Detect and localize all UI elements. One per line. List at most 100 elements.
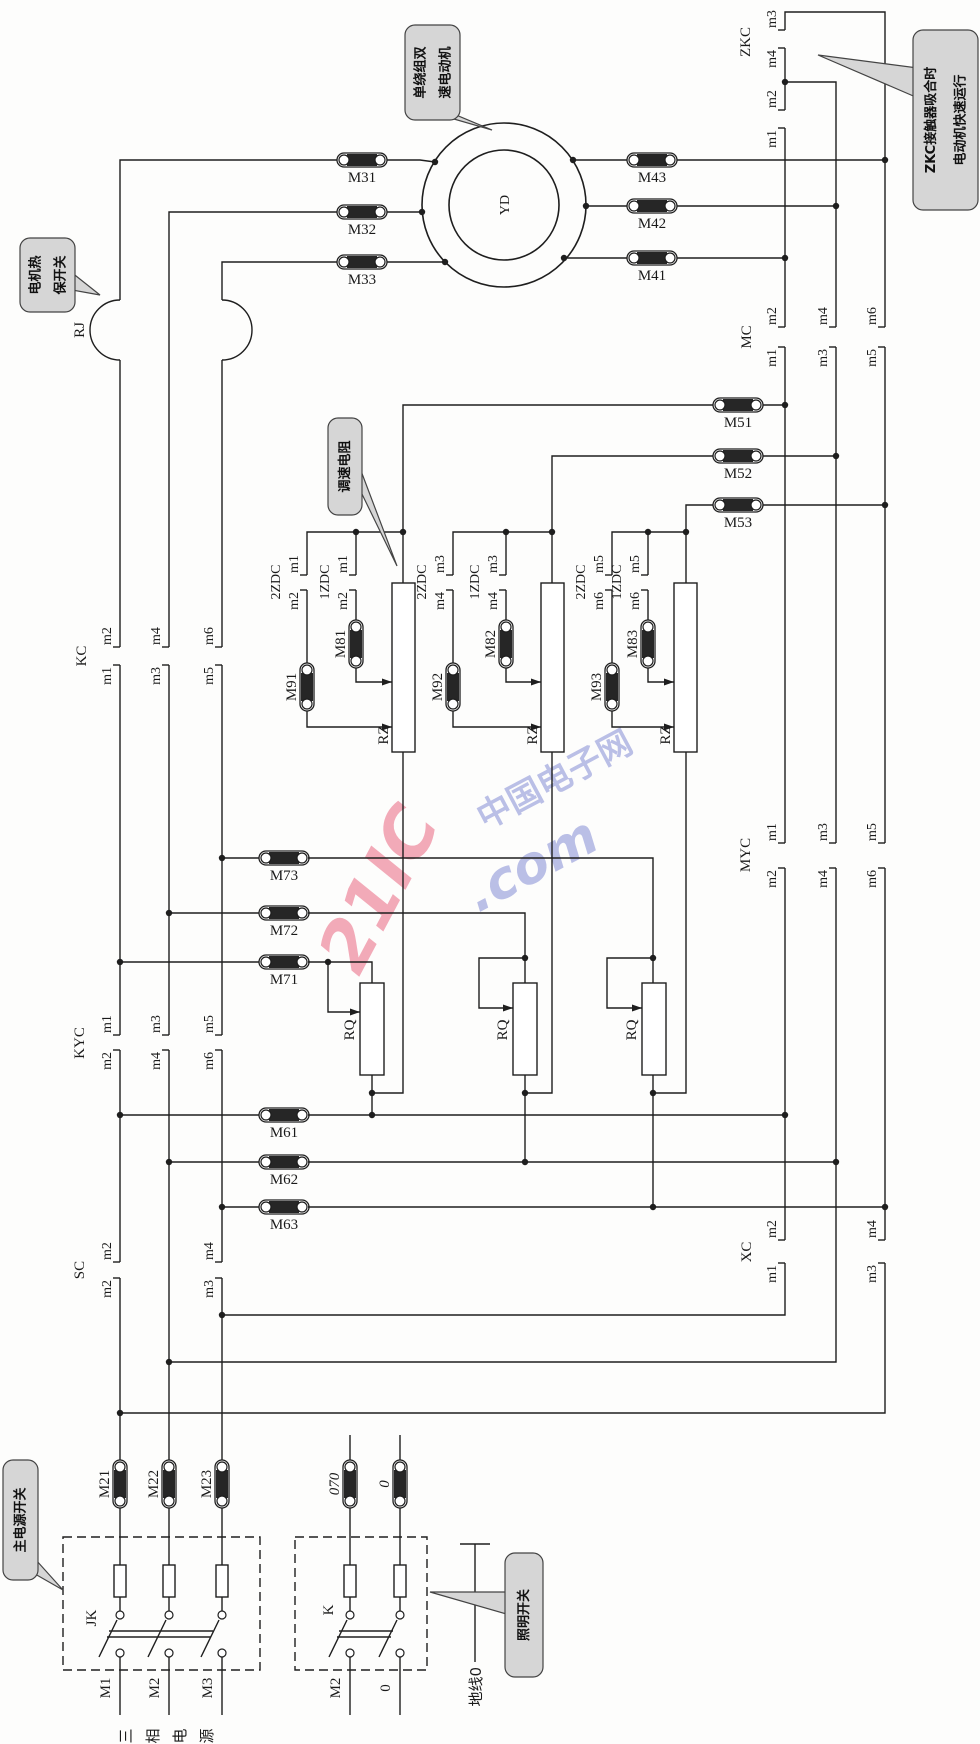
contact-label: m6 — [628, 592, 643, 610]
junction-dot — [548, 528, 556, 536]
contact-label: m6 — [202, 627, 217, 645]
wire-connector: M41 — [626, 250, 678, 284]
lighting-input-label: 0 — [378, 1684, 394, 1692]
connector-terminal — [642, 655, 654, 667]
connector-terminal — [296, 907, 308, 919]
contact-label: m1 — [765, 823, 780, 841]
wiper-arrow — [503, 1004, 513, 1012]
callout-light-switch: 照明开关 — [429, 1552, 544, 1678]
watermark-text: .com — [456, 806, 608, 925]
switch-terminal — [164, 1610, 174, 1620]
connector-label: M32 — [348, 222, 376, 238]
connector-terminal — [216, 1495, 228, 1507]
connector-terminal — [260, 1156, 272, 1168]
wire-connector: M33 — [336, 254, 388, 288]
connector-terminal — [114, 1495, 126, 1507]
callout-speed-resistor: 调速电阻 — [327, 417, 398, 567]
connector-label: M53 — [724, 515, 752, 531]
junction-dot — [832, 1158, 840, 1166]
connector-label: M92 — [430, 673, 446, 701]
junction-dot — [165, 1358, 173, 1366]
connector-terminal — [301, 664, 313, 676]
contact-label: m4 — [865, 1220, 880, 1238]
callout-box — [912, 29, 979, 211]
contact-label: m3 — [865, 1265, 880, 1283]
switch-terminal — [217, 1648, 227, 1658]
connector-terminal — [714, 450, 726, 462]
junction-dot — [502, 528, 510, 536]
contact-label: m2 — [100, 627, 115, 645]
junction-dot — [399, 528, 407, 536]
contact-label: m2 — [287, 592, 302, 610]
connector-sleeve — [269, 852, 299, 864]
callout-box — [404, 24, 461, 121]
wire-connector: M91 — [284, 662, 315, 712]
contact-label: m3 — [816, 823, 831, 841]
callout-pointer — [429, 1591, 511, 1616]
connector-sleeve — [163, 1470, 175, 1498]
junction-dot — [218, 1203, 226, 1211]
lighting-input-label: M2 — [328, 1678, 344, 1699]
connector-terminal — [714, 499, 726, 511]
power-input-label: M2 — [147, 1678, 163, 1699]
contact-label: m6 — [592, 592, 607, 610]
connector-terminal — [714, 399, 726, 411]
junction-dot — [116, 958, 124, 966]
switch-terminal — [345, 1610, 355, 1620]
connector-terminal — [338, 154, 350, 166]
connector-terminal — [606, 664, 618, 676]
connector-sleeve — [637, 252, 667, 264]
connector-terminal — [447, 698, 459, 710]
wire-connector: M81 — [333, 619, 364, 669]
connector-label: M91 — [284, 673, 300, 701]
contactor-myc-label: MYC — [738, 838, 754, 872]
connector-terminal — [374, 256, 386, 268]
contact-label: m3 — [486, 555, 501, 573]
contact-label: m1 — [765, 1265, 780, 1283]
switch-terminal — [345, 1648, 355, 1658]
watermark-text: 21IC — [302, 792, 456, 985]
power-source-char: 源 — [198, 1728, 216, 1743]
switch-terminal — [164, 1648, 174, 1658]
speed-resistor-rz — [540, 582, 565, 753]
contact-label: m3 — [149, 667, 164, 685]
callout-zkc: ZKC接触器吸合时电动机快速运行 — [817, 29, 979, 211]
connector-label: M63 — [270, 1217, 298, 1233]
contact-label: m5 — [202, 1015, 217, 1033]
contact-label: m4 — [816, 870, 831, 888]
connector-sleeve — [723, 499, 753, 511]
wire — [452, 531, 552, 575]
switch-terminal — [217, 1610, 227, 1620]
wire-connector: M71 — [258, 954, 310, 988]
connector-label: M23 — [199, 1470, 215, 1498]
junction-dot — [165, 909, 173, 917]
wire-connector: M43 — [626, 152, 678, 186]
connector-label: 070 — [327, 1472, 343, 1495]
wire — [611, 531, 686, 575]
connector-sleeve — [394, 1470, 406, 1498]
wire — [306, 531, 403, 575]
junction-dot — [682, 528, 690, 536]
connector-terminal — [296, 956, 308, 968]
callout-text: 电动机快速运行 — [952, 74, 968, 165]
junction-dot — [881, 1203, 889, 1211]
wire-connector: M42 — [626, 198, 678, 232]
power-input-label: M3 — [200, 1678, 216, 1699]
contact-label: m2 — [765, 307, 780, 325]
wire — [169, 868, 837, 1363]
connector-sleeve — [723, 399, 753, 411]
callout-text: 电机热 — [28, 255, 44, 294]
connector-label: M51 — [724, 415, 752, 431]
power-source-char: 电 — [171, 1728, 189, 1743]
connector-terminal — [628, 200, 640, 212]
contact-label: m5 — [592, 555, 607, 573]
wire — [606, 957, 653, 1009]
contact-label: m4 — [486, 592, 501, 610]
fuse — [162, 1564, 176, 1598]
wire-connector: M63 — [258, 1199, 310, 1233]
connector-label: M81 — [333, 630, 349, 658]
connector-terminal — [394, 1495, 406, 1507]
wire-connector: M61 — [258, 1107, 310, 1141]
connector-terminal — [750, 450, 762, 462]
connector-sleeve — [500, 630, 512, 658]
